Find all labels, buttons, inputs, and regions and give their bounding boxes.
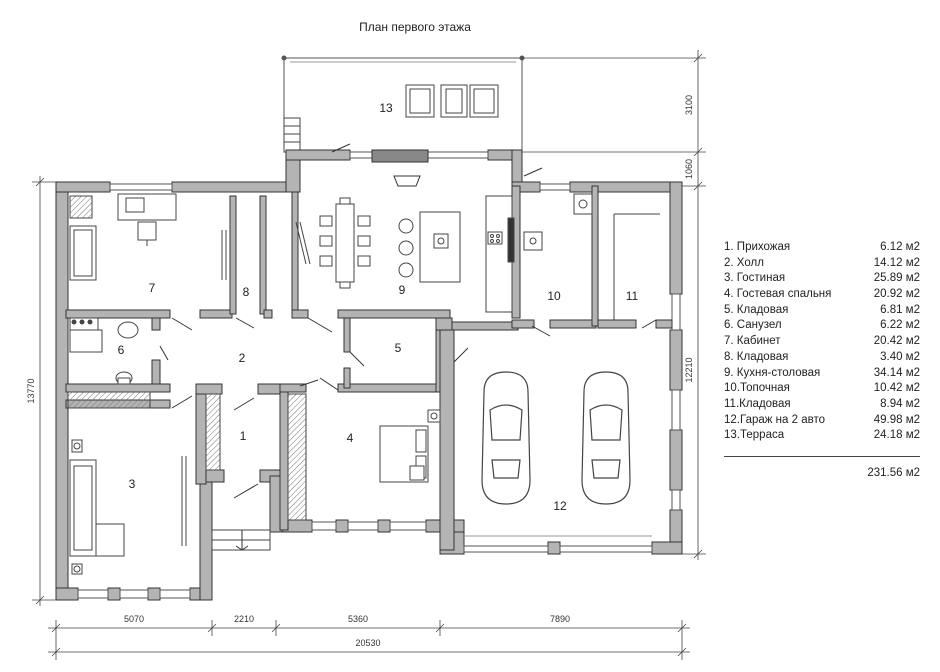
- room-label-5: 5: [395, 341, 402, 355]
- room-label-3: 3: [129, 477, 136, 491]
- boiler-fixtures-icon: [523, 193, 660, 320]
- room-label-6: 6: [118, 343, 125, 357]
- dim-bottom-4: 7890: [550, 614, 570, 624]
- entrance-steps-icon: [211, 529, 271, 551]
- dim-bottom-total: 20530: [355, 638, 380, 648]
- room-label-4: 4: [347, 431, 354, 445]
- living-furniture-icon: [69, 439, 187, 575]
- dim-right-height: 12210: [684, 357, 694, 382]
- room-label-10: 10: [547, 289, 561, 303]
- dimension-lines: [32, 50, 706, 660]
- room-label-13: 13: [379, 101, 393, 115]
- terrace: [281, 55, 525, 152]
- doors: [159, 143, 657, 551]
- wardrobes: [67, 391, 307, 521]
- legend-divider: [724, 455, 920, 457]
- exterior-walls: [55, 149, 683, 601]
- office-furniture-icon: [69, 193, 227, 281]
- fireplace-icon: [371, 149, 429, 187]
- room-label-12: 12: [553, 499, 567, 513]
- terrace-steps-icon: [283, 117, 301, 153]
- terrace-furniture-icon: [405, 84, 499, 118]
- dim-step-depth: 1060: [684, 159, 694, 179]
- dim-bottom-2: 2210: [234, 614, 254, 624]
- plan-title: План первого этажа: [359, 20, 471, 34]
- room-label-1: 1: [240, 429, 247, 443]
- dim-bottom-3: 5360: [348, 614, 368, 624]
- bathroom-fixtures-icon: [69, 317, 139, 385]
- room-label-9: 9: [399, 283, 406, 297]
- kitchen-furniture-icon: [295, 195, 515, 313]
- windows: [77, 151, 681, 599]
- bedroom-furniture-icon: [379, 409, 441, 483]
- legend-total-area: 231.56 м2: [867, 466, 920, 479]
- dim-left-height: 13770: [26, 378, 36, 403]
- room-label-11: 11: [626, 289, 639, 303]
- dim-terrace-depth: 3100: [684, 95, 694, 115]
- dim-bottom-1: 5070: [124, 614, 144, 624]
- car-icon: [481, 371, 531, 505]
- car-icon: [581, 371, 631, 505]
- room-label-8: 8: [243, 285, 250, 299]
- room-label-2: 2: [239, 351, 246, 365]
- room-label-7: 7: [149, 281, 156, 295]
